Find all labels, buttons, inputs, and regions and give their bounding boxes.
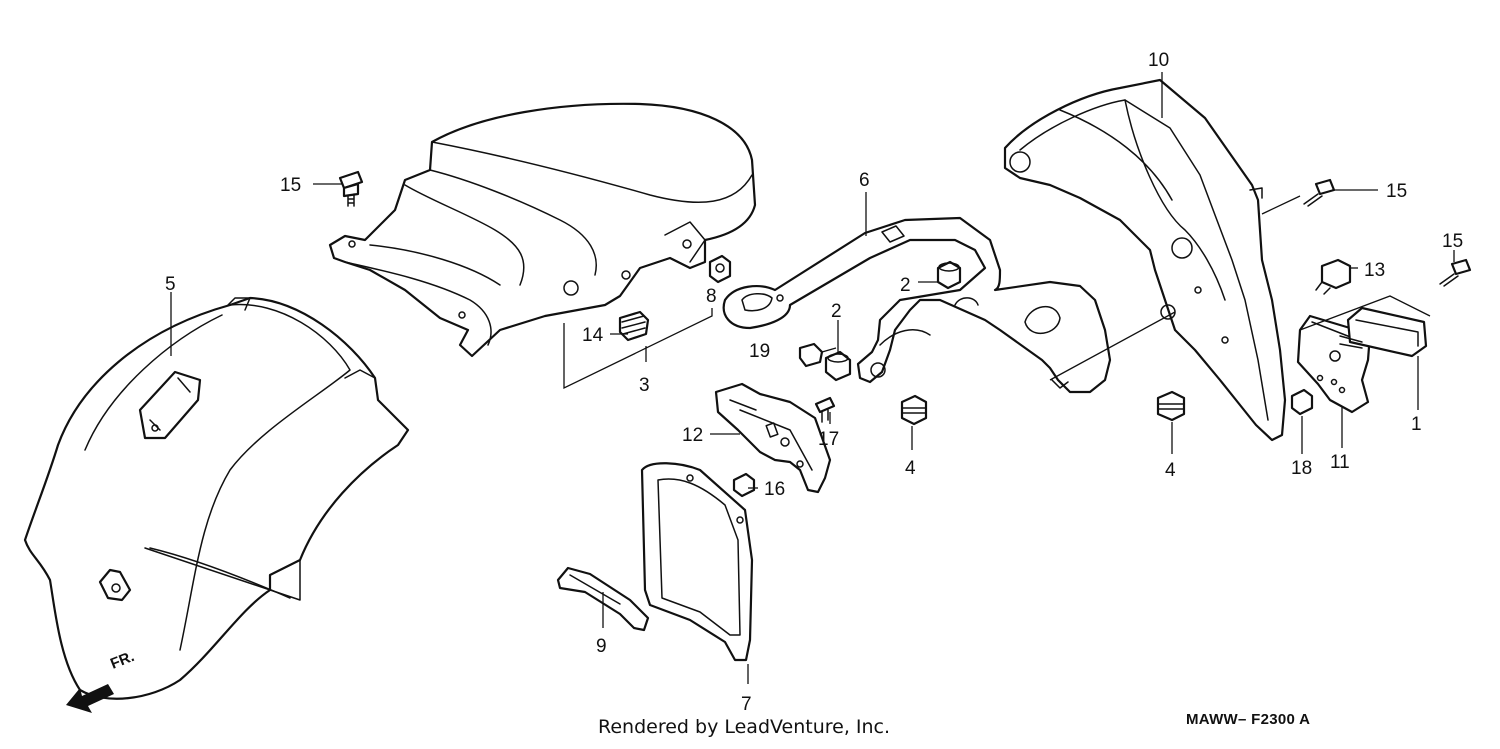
part-nut-16[interactable] [732,472,756,498]
part-tail-housing[interactable] [1003,78,1287,442]
part-license-frame[interactable] [640,462,754,662]
callout-15-left[interactable]: 15 [280,175,301,196]
callout-12[interactable]: 12 [682,425,703,446]
callout-15-far-right[interactable]: 15 [1442,231,1463,252]
callout-19[interactable]: 19 [749,341,770,362]
callout-11[interactable]: 11 [1330,452,1350,473]
part-inner-fender[interactable] [23,296,410,700]
callout-7[interactable]: 7 [741,694,752,715]
part-license-light-1[interactable] [1339,306,1428,358]
part-collar-2-upper[interactable] [936,260,962,290]
callout-16[interactable]: 16 [764,479,785,500]
part-damper-13[interactable] [1315,258,1352,295]
part-rubber-4-left[interactable] [900,394,928,426]
callout-9[interactable]: 9 [596,636,607,657]
part-spring-nut[interactable] [618,310,650,342]
callout-17[interactable]: 17 [818,429,839,450]
part-seat-cowl[interactable] [328,102,757,358]
part-reflector-bracket[interactable] [714,382,832,494]
callout-8[interactable]: 8 [706,286,717,307]
part-bolt-15-right-lower[interactable] [1439,258,1472,287]
callout-1[interactable]: 1 [1411,414,1422,435]
part-nut-18[interactable] [1290,388,1314,416]
part-bolt-15-right-top[interactable] [1303,178,1336,207]
callout-labels: 1 2 2 3 4 4 5 6 7 8 9 10 11 12 13 14 15 … [165,50,1463,715]
callout-6[interactable]: 6 [859,170,870,191]
callout-18[interactable]: 18 [1291,458,1312,479]
callout-2-upper[interactable]: 2 [900,275,911,296]
part-screw-17[interactable] [814,396,836,423]
diagram-code: MAWW– F2300 A [1186,711,1311,728]
part-bolt-15-left[interactable] [338,170,364,207]
part-rear-bracket[interactable] [722,216,1112,394]
part-collar-2-lower[interactable] [824,350,852,382]
part-grommet-8[interactable] [708,254,732,284]
callout-4-left[interactable]: 4 [905,458,916,479]
part-rubber-4-right[interactable] [1156,390,1186,422]
front-arrow-icon [66,684,114,713]
callout-4-right[interactable]: 4 [1165,460,1176,481]
callout-14[interactable]: 14 [582,325,604,346]
footer-credit: Rendered by LeadVenture, Inc. [598,716,891,738]
callout-5[interactable]: 5 [165,274,176,295]
callout-13[interactable]: 13 [1364,260,1385,281]
part-nut-19[interactable] [798,342,824,368]
callout-15-right[interactable]: 15 [1386,181,1407,202]
callout-10[interactable]: 10 [1148,50,1169,71]
leader-lines [170,72,1455,684]
callout-3[interactable]: 3 [639,375,650,396]
callout-2-lower[interactable]: 2 [831,301,842,322]
